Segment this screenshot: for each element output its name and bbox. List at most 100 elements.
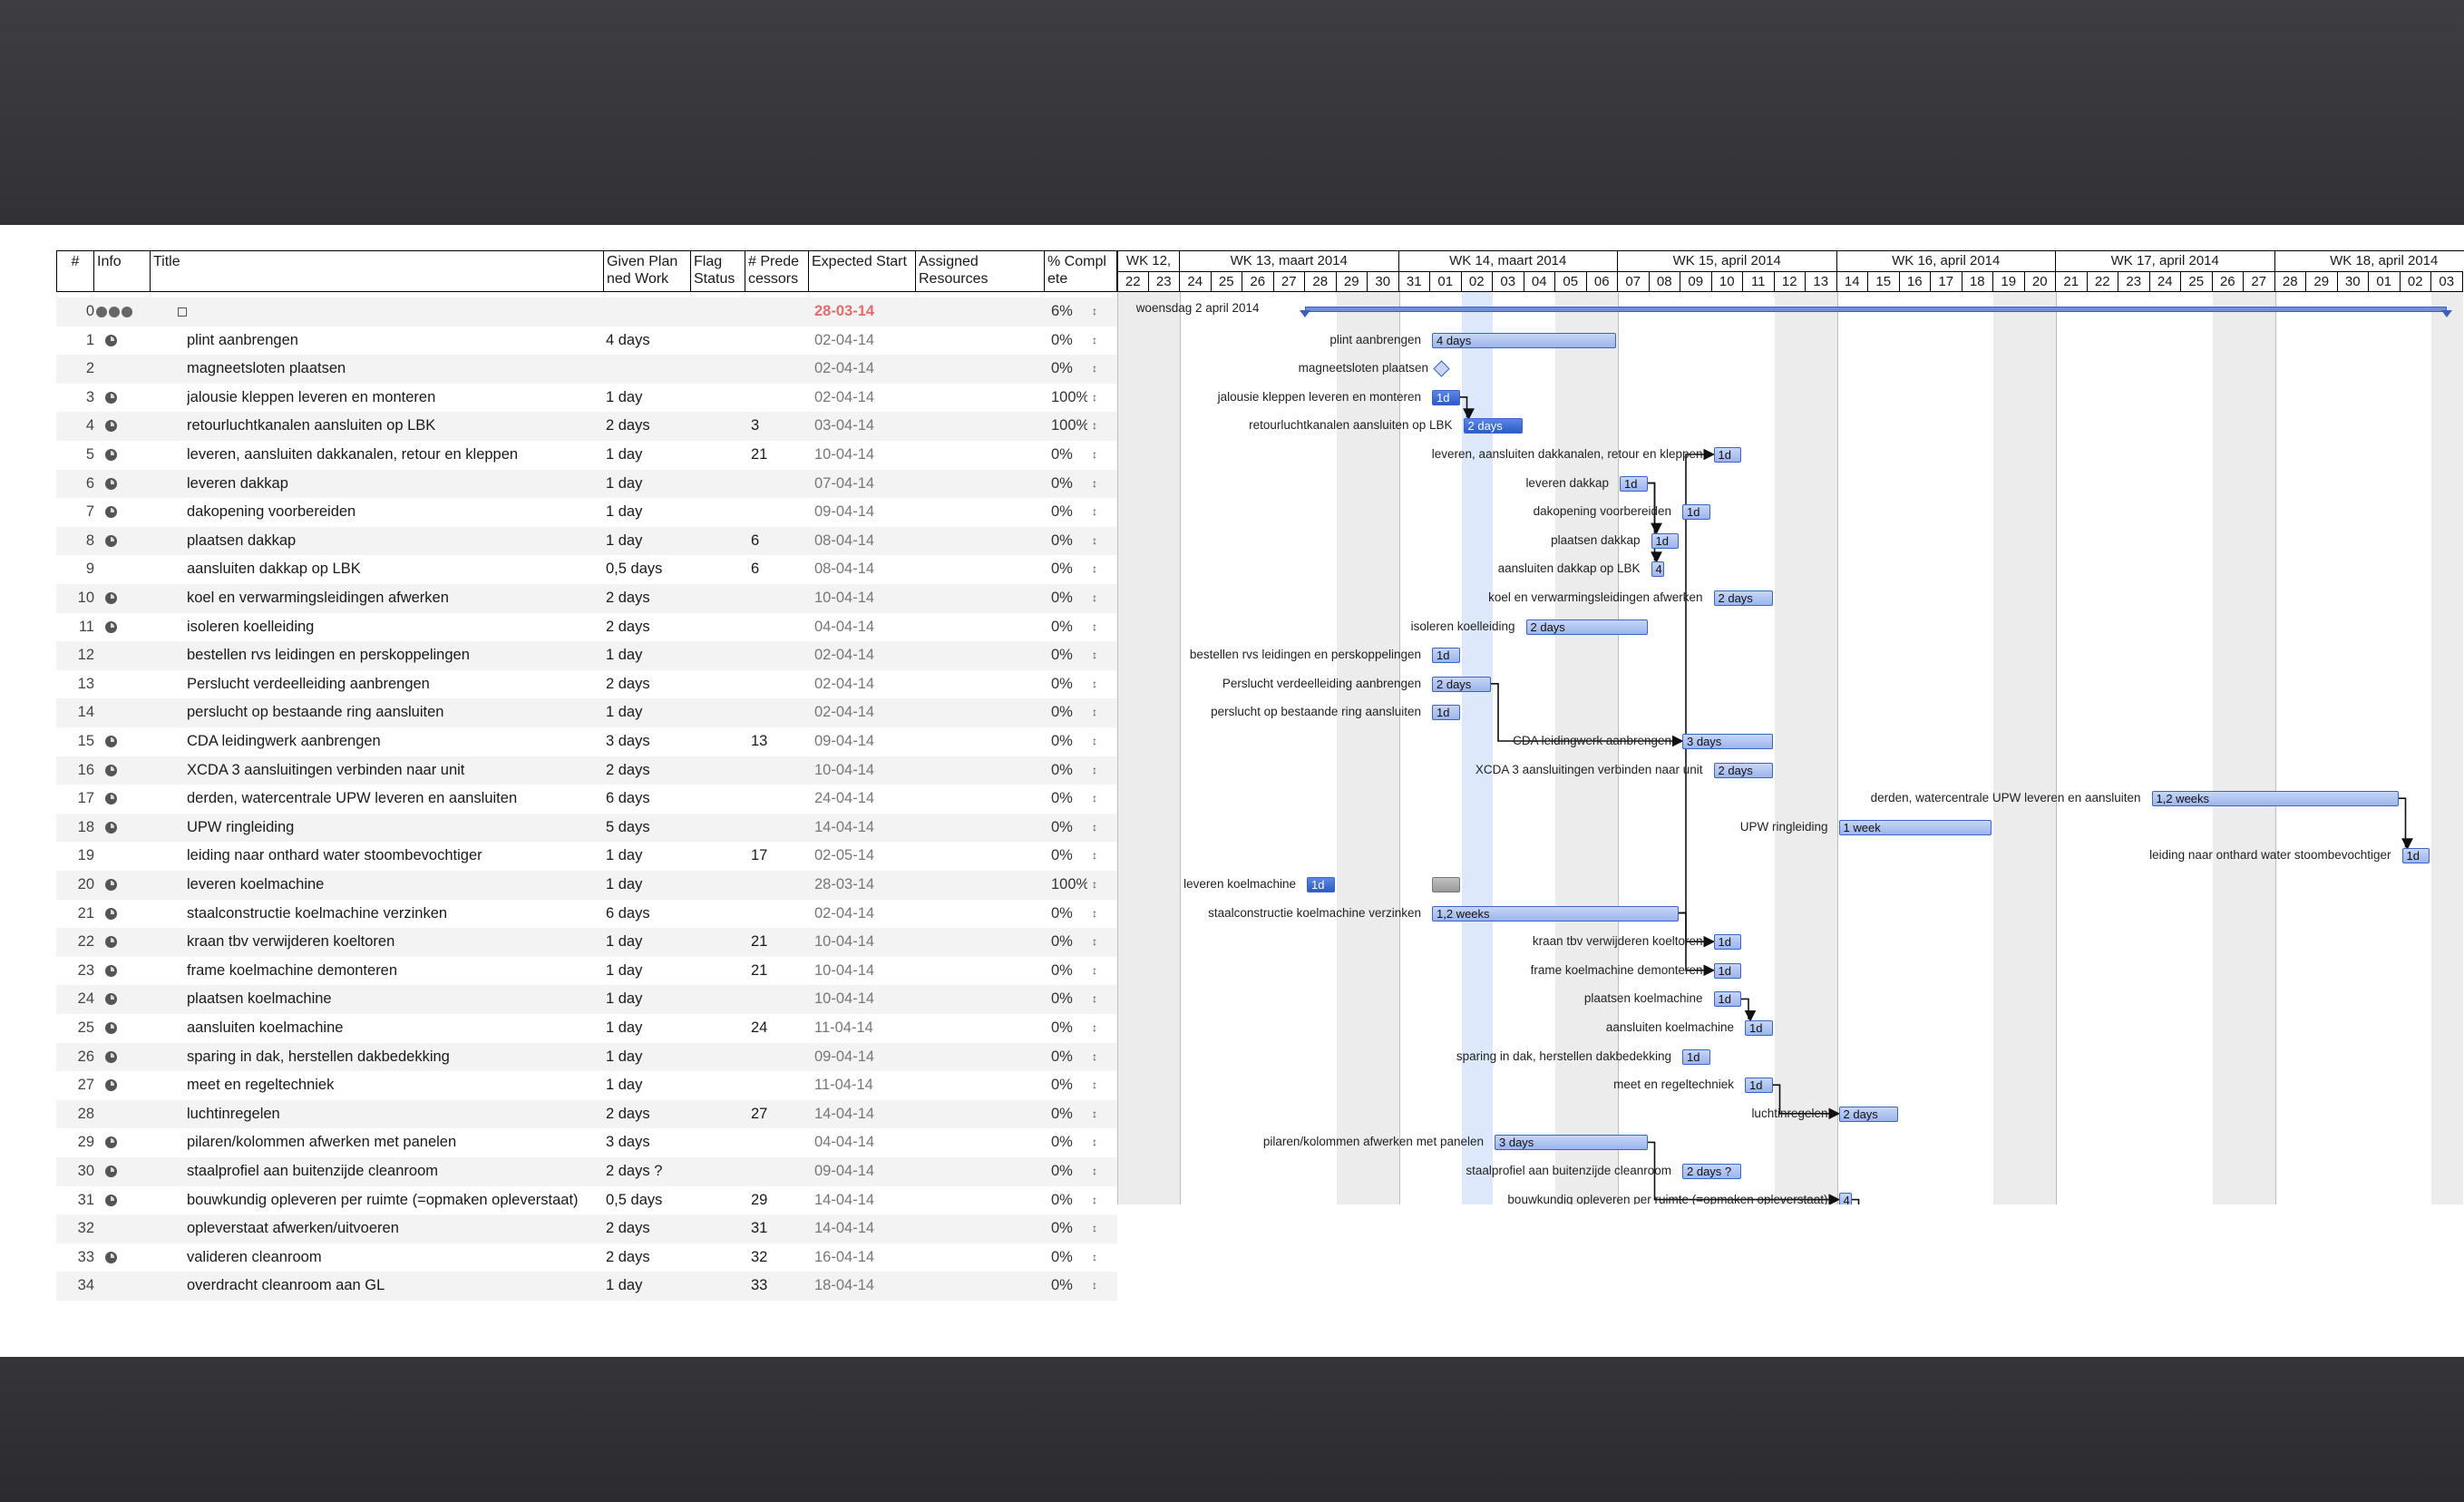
day-header[interactable]: 13 bbox=[1806, 271, 1837, 292]
task-start[interactable]: 02-04-14 bbox=[814, 331, 875, 348]
row-info[interactable] bbox=[102, 1043, 158, 1072]
task-start[interactable]: 11-04-14 bbox=[814, 1077, 873, 1094]
task-predecessors[interactable] bbox=[751, 584, 805, 613]
note-icon[interactable] bbox=[105, 964, 117, 977]
day-header[interactable]: 03 bbox=[2431, 271, 2463, 292]
task-predecessors[interactable]: 3 bbox=[751, 417, 760, 434]
percent-stepper-icon[interactable]: ↕ bbox=[1092, 735, 1097, 747]
col-header-flag[interactable]: Flag Status bbox=[691, 250, 745, 292]
task-percent-complete[interactable]: 0% bbox=[1051, 675, 1073, 692]
baseline-bar[interactable] bbox=[1432, 877, 1460, 892]
task-title[interactable]: derden, watercentrale UPW leveren en aan… bbox=[187, 790, 518, 807]
row-info[interactable] bbox=[102, 441, 158, 470]
task-title[interactable]: magneetsloten plaatsen bbox=[187, 360, 346, 377]
task-work[interactable]: 1 day bbox=[606, 990, 643, 1008]
task-start[interactable]: 24-04-14 bbox=[814, 790, 875, 807]
task-percent-complete[interactable]: 100% bbox=[1051, 876, 1087, 892]
task-bar[interactable]: 4 bbox=[1651, 561, 1664, 578]
task-percent-complete[interactable]: 0% bbox=[1051, 790, 1073, 807]
task-title[interactable]: kraan tbv verwijderen koeltoren bbox=[187, 933, 395, 951]
task-percent-complete[interactable]: 0% bbox=[1051, 360, 1073, 377]
task-title[interactable]: bestellen rvs leidingen en perskoppeling… bbox=[187, 647, 470, 664]
day-header[interactable]: 21 bbox=[2056, 271, 2088, 292]
row-info[interactable] bbox=[102, 527, 158, 556]
task-title[interactable]: aansluiten koelmachine bbox=[187, 1019, 344, 1036]
dependency-link[interactable] bbox=[2398, 797, 2413, 850]
task-predecessors[interactable]: 21 bbox=[751, 961, 768, 979]
task-work[interactable]: 2 days bbox=[606, 761, 650, 778]
task-start[interactable]: 11-04-14 bbox=[814, 1019, 873, 1036]
task-start[interactable]: 10-04-14 bbox=[814, 933, 875, 951]
task-percent-complete[interactable]: 0% bbox=[1051, 474, 1073, 492]
note-icon[interactable] bbox=[105, 1079, 117, 1092]
percent-stepper-icon[interactable]: ↕ bbox=[1092, 992, 1097, 1006]
row-info[interactable] bbox=[102, 698, 158, 727]
note-icon[interactable] bbox=[105, 993, 117, 1006]
task-predecessors[interactable] bbox=[751, 1043, 805, 1072]
day-header[interactable]: 25 bbox=[1211, 271, 1242, 292]
task-title[interactable]: staalconstructie koelmachine verzinken bbox=[187, 904, 448, 922]
task-bar[interactable]: 4 days bbox=[1432, 332, 1616, 348]
day-header[interactable]: 16 bbox=[1899, 271, 1931, 292]
task-work[interactable]: 2 days ? bbox=[606, 1163, 663, 1179]
task-predecessors[interactable] bbox=[751, 498, 805, 527]
task-work[interactable]: 2 days bbox=[606, 1105, 650, 1122]
day-header[interactable]: 28 bbox=[1305, 271, 1337, 292]
row-info[interactable] bbox=[102, 1186, 158, 1215]
task-work[interactable]: 1 day bbox=[606, 704, 643, 721]
task-percent-complete[interactable]: 0% bbox=[1051, 647, 1073, 664]
task-work[interactable]: 3 days bbox=[606, 733, 650, 749]
task-predecessors[interactable]: 31 bbox=[751, 1220, 768, 1237]
percent-stepper-icon[interactable]: ↕ bbox=[1092, 1279, 1097, 1292]
task-predecessors[interactable] bbox=[751, 1071, 805, 1100]
percent-stepper-icon[interactable]: ↕ bbox=[1092, 619, 1097, 633]
percent-stepper-icon[interactable]: ↕ bbox=[1092, 820, 1097, 834]
day-header[interactable]: 18 bbox=[1962, 271, 1993, 292]
task-percent-complete[interactable]: 0% bbox=[1051, 532, 1073, 549]
task-bar[interactable]: 1 week bbox=[1838, 819, 1992, 835]
task-start[interactable]: 10-04-14 bbox=[814, 961, 875, 979]
task-work[interactable]: 4 days bbox=[606, 331, 650, 348]
day-header[interactable]: 10 bbox=[1711, 271, 1743, 292]
task-start[interactable]: 04-04-14 bbox=[814, 618, 875, 635]
note-icon[interactable] bbox=[105, 620, 117, 633]
task-title[interactable]: overdracht cleanroom aan GL bbox=[187, 1277, 385, 1294]
percent-stepper-icon[interactable]: ↕ bbox=[1092, 1049, 1097, 1063]
day-header[interactable]: 06 bbox=[1586, 271, 1618, 292]
col-header-start[interactable]: Expected Start bbox=[809, 250, 916, 292]
task-title[interactable]: perslucht op bestaande ring aansluiten bbox=[187, 704, 444, 721]
task-predecessors[interactable]: 21 bbox=[751, 933, 768, 951]
day-header[interactable]: 20 bbox=[2024, 271, 2056, 292]
task-bar[interactable]: 1d bbox=[1682, 504, 1710, 521]
task-bar[interactable]: 1d bbox=[1713, 962, 1741, 979]
task-title[interactable]: leveren, aansluiten dakkanalen, retour e… bbox=[187, 446, 519, 463]
task-title[interactable]: plaatsen dakkap bbox=[187, 532, 297, 549]
note-icon[interactable] bbox=[105, 1050, 117, 1063]
task-percent-complete[interactable]: 0% bbox=[1051, 818, 1073, 835]
day-header[interactable]: 03 bbox=[1493, 271, 1524, 292]
task-start[interactable]: 02-04-14 bbox=[814, 675, 875, 692]
task-predecessors[interactable] bbox=[751, 985, 805, 1014]
row-info[interactable] bbox=[102, 1214, 158, 1244]
day-header[interactable]: 29 bbox=[1336, 271, 1368, 292]
note-icon[interactable] bbox=[105, 764, 117, 776]
row-info[interactable] bbox=[102, 412, 158, 441]
day-header[interactable]: 27 bbox=[1273, 271, 1305, 292]
task-title[interactable]: luchtinregelen bbox=[187, 1105, 280, 1122]
note-icon[interactable] bbox=[105, 534, 117, 547]
task-bar[interactable]: 2 days bbox=[1838, 1106, 1898, 1122]
percent-stepper-icon[interactable]: ↕ bbox=[1092, 419, 1097, 433]
task-bar[interactable]: 1d bbox=[1713, 447, 1741, 463]
task-percent-complete[interactable]: 100% bbox=[1051, 388, 1087, 405]
day-header[interactable]: 30 bbox=[2337, 271, 2369, 292]
percent-stepper-icon[interactable]: ↕ bbox=[1092, 878, 1097, 891]
day-header[interactable]: 30 bbox=[1368, 271, 1399, 292]
dependency-link[interactable] bbox=[1741, 998, 1757, 1022]
